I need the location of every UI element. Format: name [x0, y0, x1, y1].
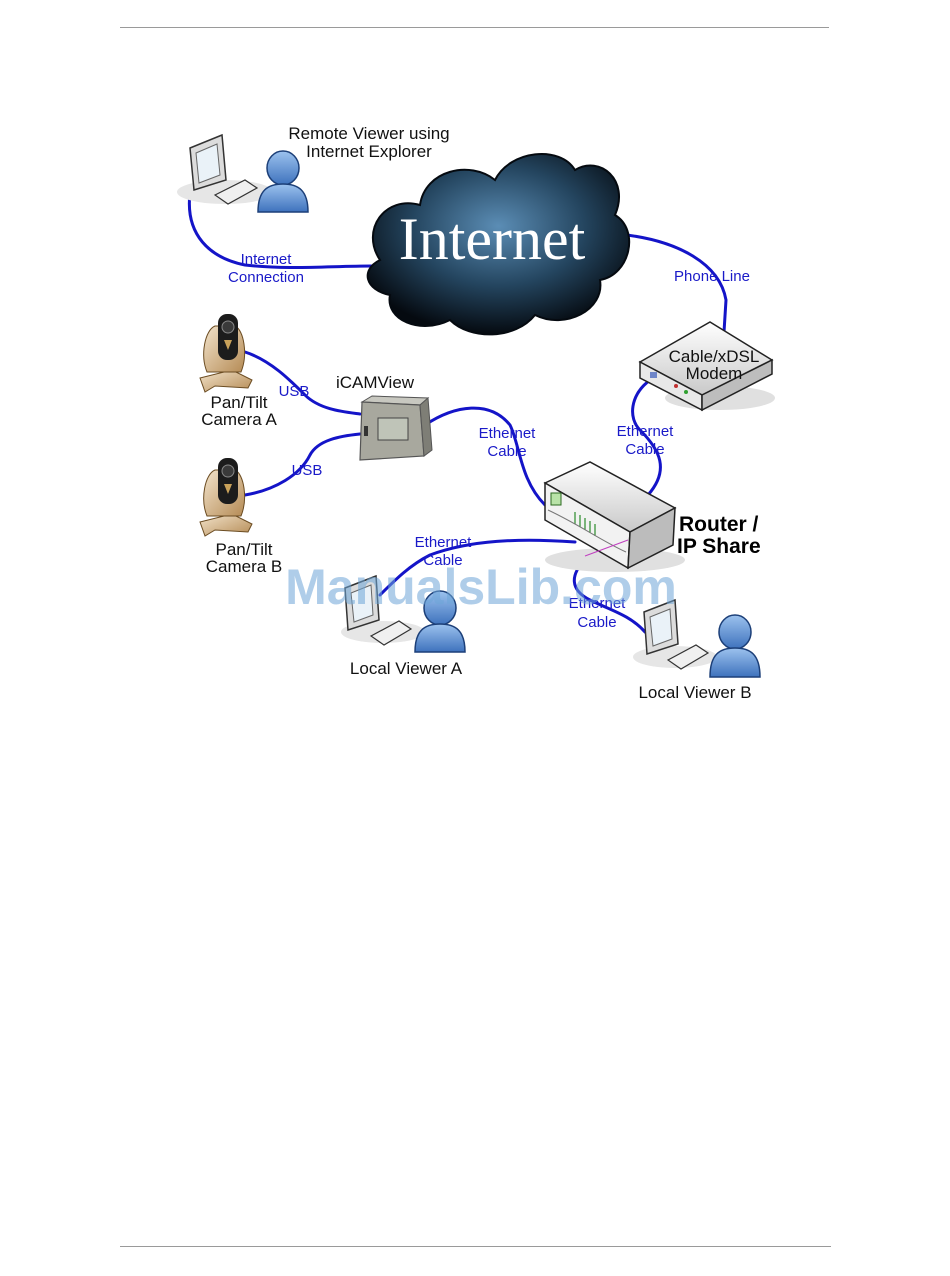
- remote-viewer-label-1: Remote Viewer using: [288, 124, 449, 143]
- watermark: ManualsLib.com: [285, 559, 677, 615]
- internet-connection-label-1: Internet: [241, 251, 293, 268]
- icamview-device-icon: [360, 396, 432, 460]
- modem-label-2: Modem: [686, 364, 743, 383]
- icamview-label: iCAMView: [336, 373, 415, 392]
- internet-cloud-icon: Internet: [368, 154, 630, 334]
- remote-viewer-computer-icon: [177, 135, 273, 204]
- viewer-a-cable-label-1: Ethernet: [415, 534, 473, 551]
- remote-viewer-person-icon: [258, 151, 308, 212]
- cloud-label: Internet: [399, 206, 586, 272]
- icam-ethernet-label-2: Cable: [487, 443, 526, 460]
- router-label-2: IP Share: [677, 535, 761, 558]
- modem-ethernet-label-1: Ethernet: [617, 423, 675, 440]
- icam-ethernet-label-1: Ethernet: [479, 425, 537, 442]
- camera-b-label-2: Camera B: [206, 557, 283, 576]
- camera-b-usb-label: USB: [292, 462, 323, 479]
- camera-b-icon: [200, 458, 252, 536]
- camera-a-icon: [200, 314, 252, 392]
- phone-line-label: Phone Line: [674, 268, 750, 285]
- camera-a-label-2: Camera A: [201, 410, 277, 429]
- modem-ethernet-label-2: Cable: [625, 441, 664, 458]
- viewer-b-label: Local Viewer B: [638, 683, 751, 702]
- router-icon: [545, 462, 685, 572]
- viewer-b-cable-label-2: Cable: [577, 614, 616, 631]
- remote-viewer-label-2: Internet Explorer: [306, 142, 432, 161]
- cable-icam-router: [425, 408, 545, 505]
- viewer-b-person-icon: [710, 615, 760, 677]
- router-label-1: Router /: [679, 513, 759, 536]
- camera-a-usb-label: USB: [279, 383, 310, 400]
- viewer-a-label: Local Viewer A: [350, 659, 463, 678]
- internet-connection-label-2: Connection: [228, 269, 304, 286]
